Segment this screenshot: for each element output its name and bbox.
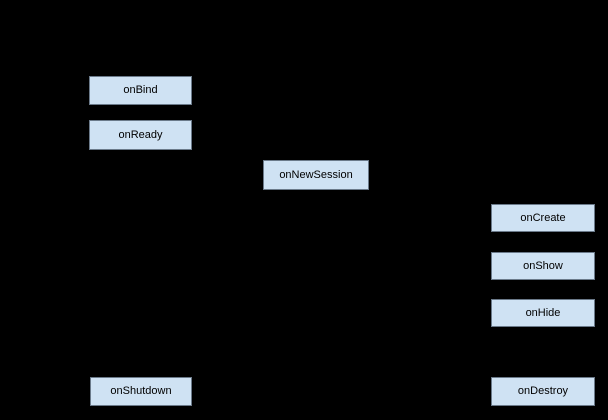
node-on-destroy: onDestroy [491, 377, 595, 406]
node-on-hide: onHide [491, 299, 595, 327]
node-on-ready-label: onReady [118, 128, 163, 141]
node-on-ready: onReady [89, 120, 192, 150]
node-on-new-session: onNewSession [263, 160, 369, 190]
node-on-destroy-label: onDestroy [517, 385, 569, 397]
node-on-show: onShow [491, 252, 595, 280]
node-on-show-label: onShow [523, 259, 563, 272]
node-on-bind-label: onBind [123, 84, 158, 96]
node-on-hide-label: onHide [525, 306, 561, 319]
node-on-bind: onBind [89, 76, 192, 105]
node-on-new-session-label: onNewSession [279, 168, 353, 181]
node-on-create: onCreate [491, 204, 595, 232]
node-on-create-label: onCreate [520, 211, 566, 224]
node-on-shutdown-label: onShutdown [110, 385, 172, 397]
node-on-shutdown: onShutdown [90, 377, 192, 406]
